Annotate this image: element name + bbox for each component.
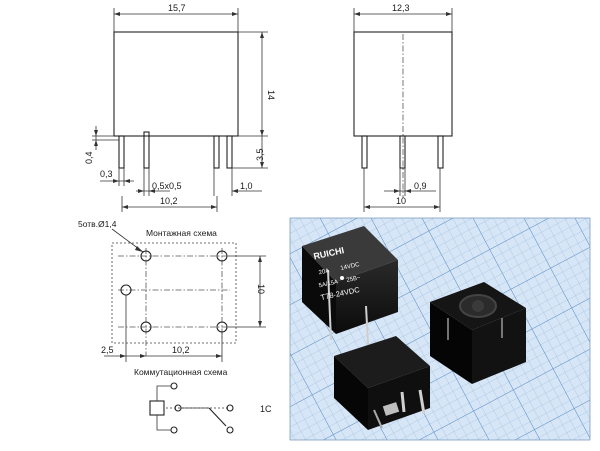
photo-rating1-v: 14VDC [340, 262, 361, 272]
photo-rating2-v: 25B~ [346, 275, 362, 284]
photo-rating2-a: 5A/15A [318, 279, 339, 289]
mount-hole-4 [140, 321, 152, 333]
mounting-diagram: 5отв.Ø1,4 Монтажная схема 10 2,5 10,2 [78, 219, 266, 362]
side-pin-2 [399, 135, 406, 169]
front-view: 15,7 14 3,5 0,4 0,3 [84, 3, 276, 212]
dim-pin-span: 10,2 [160, 196, 178, 206]
circuit-title: Коммутационная схема [134, 367, 228, 377]
mount-hole-2 [216, 250, 228, 262]
switching-diagram: Коммутационная схема 1C [134, 367, 272, 434]
circuit-type: 1C [260, 404, 272, 414]
front-pin-1 [118, 135, 125, 169]
dim-side-width: 12,3 [392, 3, 410, 13]
holes-label: 5отв.Ø1,4 [78, 219, 117, 229]
dim-mount-width: 10,2 [172, 345, 190, 355]
coil-terminal-1 [170, 382, 178, 390]
dim-side-pin-span: 10 [396, 196, 406, 206]
dim-pin-section: 0,5х0,5 [152, 181, 182, 191]
mount-title: Монтажная схема [146, 228, 217, 238]
dim-front-height: 14 [266, 90, 276, 100]
dim-side-pin-pitch: 0,9 [414, 181, 427, 191]
dim-pin-length: 3,5 [255, 148, 265, 161]
dim-pin-side-depth: 0,4 [84, 151, 94, 164]
front-pin-3 [213, 135, 220, 169]
side-pin-1 [361, 135, 368, 169]
relay-coil [149, 400, 165, 416]
dim-pin-offset: 0,3 [100, 169, 113, 179]
product-photo: RUICHI 20A 14VDC 5A/15A 25B~ T78-24VDC [290, 218, 590, 440]
nc-terminal [226, 404, 234, 412]
switch-contact [208, 407, 227, 427]
dim-mount-height: 10 [256, 284, 266, 294]
front-pin-4 [226, 135, 233, 169]
side-pin-3 [437, 135, 444, 169]
side-view: 12,3 0,9 10 [353, 3, 453, 212]
mount-outline [111, 242, 237, 344]
front-body [113, 31, 239, 137]
coil-terminal-2 [170, 426, 178, 434]
no-terminal [226, 426, 234, 434]
dim-front-width: 15,7 [168, 3, 186, 13]
mount-hole-1 [140, 250, 152, 262]
photo-rating1-a: 20A [318, 268, 330, 276]
dim-pin-edge: 1,0 [240, 181, 253, 191]
front-pin-2 [143, 131, 150, 169]
dim-mount-left-offset: 2,5 [101, 345, 114, 355]
